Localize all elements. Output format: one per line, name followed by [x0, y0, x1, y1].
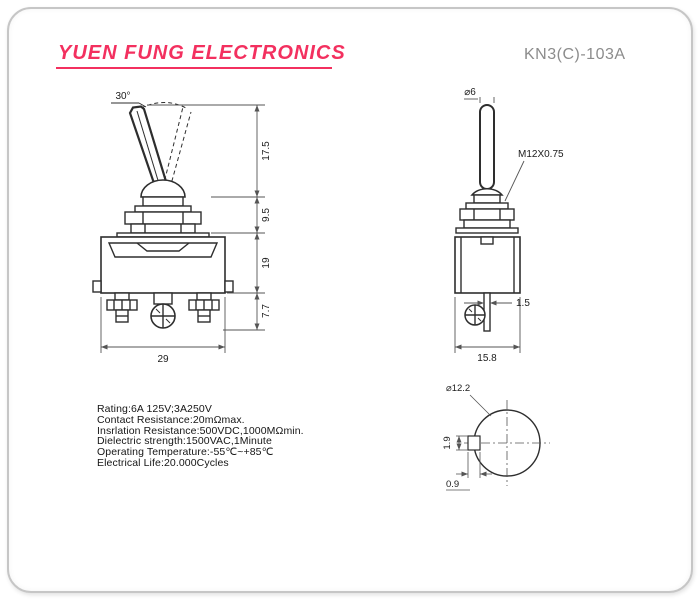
cutout-dim-key-depth: 0.9 [446, 479, 459, 490]
side-dimension-lines [454, 97, 525, 353]
centerlines [464, 400, 550, 486]
switch-body-front [92, 236, 234, 294]
keyway-notch [467, 435, 481, 451]
front-dimension-lines [100, 104, 265, 353]
side-thread-label: M12X0.75 [518, 149, 564, 160]
side-view-drawing: ⌀6 M12X0.75 1.5 15.8 [454, 87, 564, 364]
front-dim-lever-height: 17.5 [261, 141, 272, 161]
spec-line-dielectric-strength: Dielectric strength:1500VAC,1Minute [97, 435, 272, 448]
cutout-dim-diameter: ⌀12.2 [446, 383, 470, 394]
spec-line-contact-resistance: Contact Resistance:20mΩmax. [97, 413, 245, 426]
toggle-lever-front [111, 102, 192, 194]
front-dim-bushing-height: 9.5 [261, 208, 272, 222]
side-dim-terminal-thickness: 1.5 [516, 298, 530, 309]
bushing-side [455, 194, 519, 234]
brand-underline [56, 67, 332, 69]
spec-line-rating: Rating:6A 125V;3A250V [97, 403, 212, 415]
switch-body-side [454, 236, 521, 294]
terminal-side [464, 292, 491, 332]
spec-line-operating-temperature: Operating Temperature:-55℃~+85℃ [97, 446, 274, 459]
toggle-lever-side [470, 104, 504, 196]
page-border [7, 7, 693, 593]
part-number: KN3(C)-103A [524, 46, 626, 63]
brand-title: YUEN FUNG ELECTRONICS [58, 42, 346, 64]
front-dim-body-width: 29 [157, 354, 169, 365]
front-view-drawing: 30° 17.5 9.5 19 7.7 29 [92, 91, 272, 365]
terminals-front [106, 292, 220, 329]
front-angle-label: 30° [115, 91, 130, 102]
side-dim-body-width: 15.8 [477, 353, 497, 364]
side-dim-lever-diameter: ⌀6 [464, 87, 476, 98]
cutout-dim-key-height: 1.9 [442, 436, 453, 449]
bushing-front [116, 179, 210, 238]
spec-line-electrical-life: Electrical Life:20.000Cycles [97, 456, 229, 469]
front-dim-terminal-height: 7.7 [261, 304, 272, 318]
panel-cutout-drawing: ⌀12.2 1.9 0.9 [442, 383, 550, 491]
spec-line-insulation-resistance: Insrlation Resistance:500VDC,1000MΩmin. [97, 424, 304, 437]
front-dim-body-height: 19 [261, 257, 272, 269]
cutout-dimension-lines [446, 394, 492, 491]
specs-block: Rating:6A 125V;3A250V Contact Resistance… [97, 404, 304, 469]
